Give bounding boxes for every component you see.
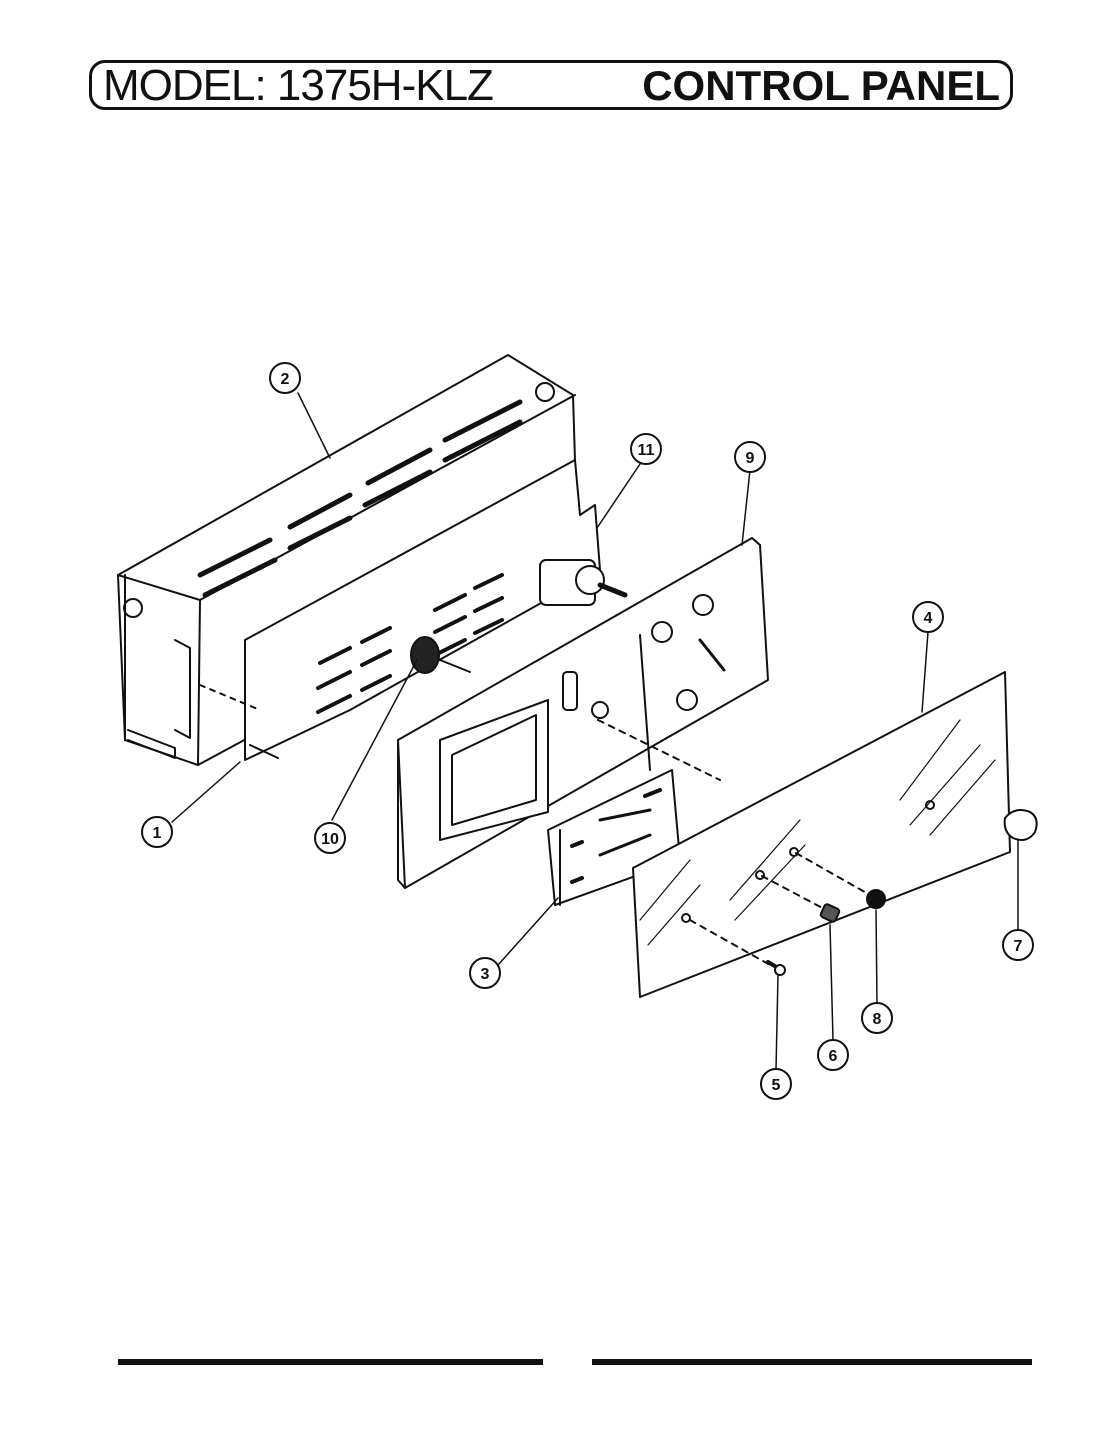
callout-1 <box>141 816 173 848</box>
callout-label-7: 7 <box>1014 938 1023 955</box>
callout-10 <box>314 822 346 854</box>
callout-4 <box>912 601 944 633</box>
callout-numbers: 2 11 9 4 1 10 3 7 8 6 5 <box>153 371 1023 1094</box>
callout-3 <box>469 957 501 989</box>
callout-label-5: 5 <box>772 1077 781 1094</box>
model-label: MODEL: 1375H-KLZ <box>103 61 494 110</box>
callout-9 <box>734 441 766 473</box>
callout-label-11: 11 <box>638 442 655 459</box>
callout-label-2: 2 <box>281 371 290 388</box>
callout-label-10: 10 <box>321 831 339 848</box>
title-frame <box>89 60 1013 110</box>
screw-part-5 <box>766 960 786 976</box>
callout-8 <box>861 1002 893 1034</box>
glass-panel-part-4 <box>632 671 1011 998</box>
callout-label-6: 6 <box>829 1048 838 1065</box>
callout-6 <box>817 1039 849 1071</box>
callout-label-9: 9 <box>746 450 755 467</box>
callout-11 <box>630 433 662 465</box>
callout-label-1: 1 <box>153 825 162 842</box>
leader-lines <box>171 392 1019 1071</box>
control-panel-part-9 <box>397 537 769 889</box>
callout-label-8: 8 <box>873 1011 882 1028</box>
knob-part-7 <box>1003 809 1038 841</box>
switch-part-10 <box>410 636 471 674</box>
callout-7 <box>1002 929 1034 961</box>
footer-rule-right <box>592 1359 1032 1365</box>
spring-part-6 <box>819 903 841 923</box>
housing-part-2 <box>117 354 579 766</box>
callout-label-4: 4 <box>924 610 933 627</box>
callout-5 <box>760 1068 792 1100</box>
callout-2 <box>269 362 301 394</box>
footer-rule-left <box>118 1359 543 1365</box>
section-title: CONTROL PANEL <box>642 62 1000 109</box>
thermostat-part-11 <box>539 559 628 606</box>
callout-circles <box>141 362 1034 1100</box>
callout-label-3: 3 <box>481 966 490 983</box>
rear-panel <box>199 459 601 761</box>
knob-part-8 <box>866 889 886 909</box>
